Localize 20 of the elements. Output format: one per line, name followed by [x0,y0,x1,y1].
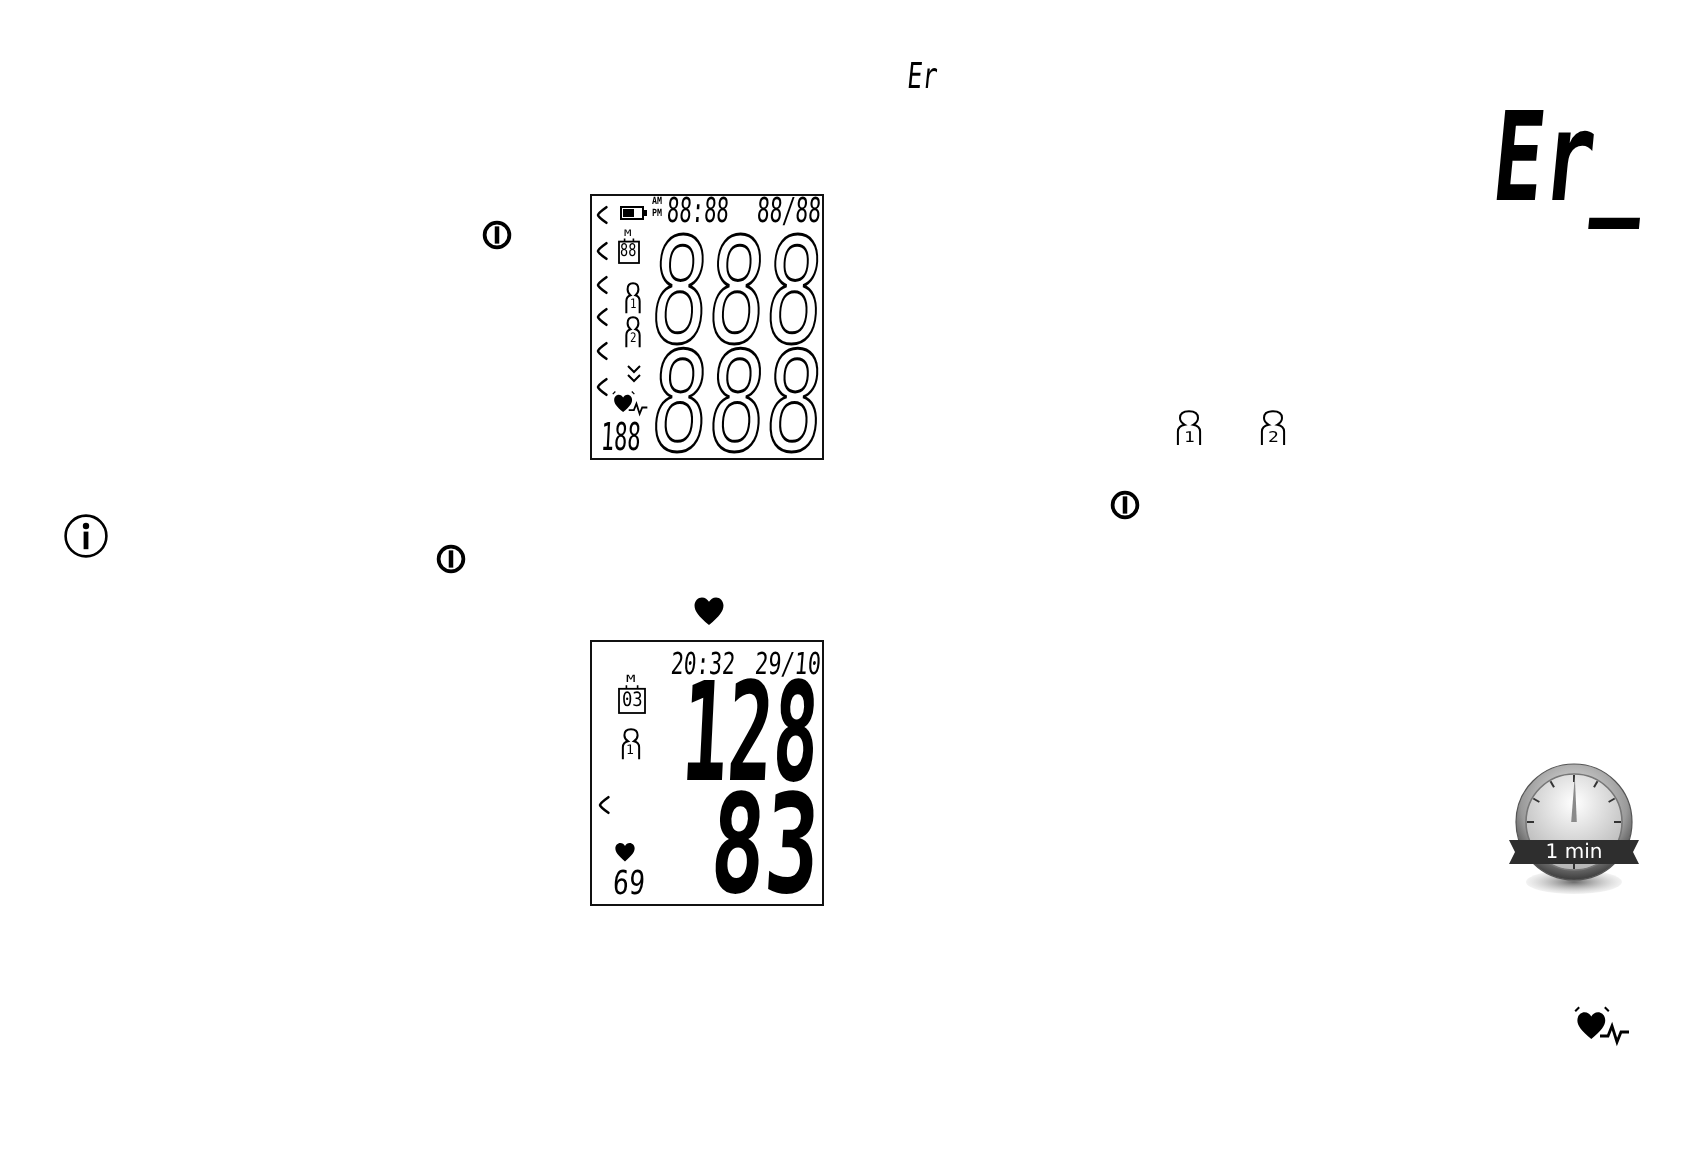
user-indicator [623,315,642,348]
time-readout: 20:32 [669,653,736,677]
error-code: Er [906,64,939,91]
error-readout: Er_ [1486,83,1654,234]
memory-indicator [617,677,646,714]
date-readout: 29/10 [753,653,822,677]
lcd-display [590,640,824,906]
pulse-readout: 188 [599,423,642,453]
memory-number: 03 [621,693,642,709]
user-indicator [1174,410,1204,446]
memory-indicator [617,231,640,264]
pulse-readout: 69 [611,871,646,897]
user-indicator [619,727,642,760]
memory-number: 88 [620,245,637,259]
time-readout: 88:88 [665,199,730,226]
lcd-display [590,194,824,460]
duration-label: 1 min [1545,841,1603,863]
user-indicator [623,281,642,314]
user-indicator [1258,410,1288,446]
date-readout: 88/88 [755,199,822,226]
